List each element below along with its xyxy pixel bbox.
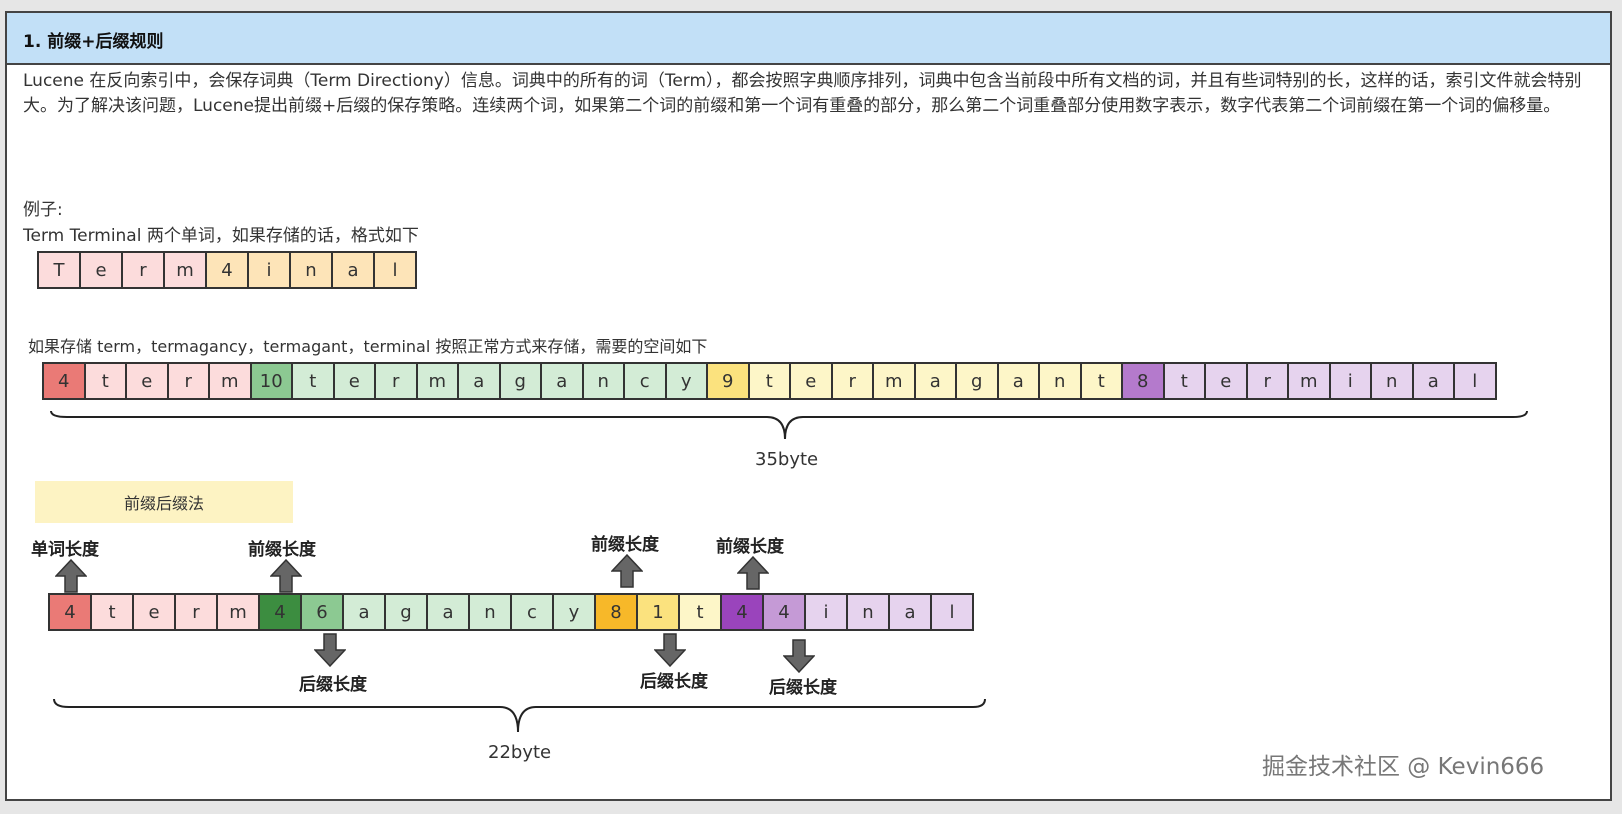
cell: 8 <box>594 593 638 631</box>
cell: 6 <box>300 593 344 631</box>
annotation-prefix-length-3: 前缀长度 <box>716 537 784 557</box>
annotation-prefix-length-1: 前缀长度 <box>248 540 316 560</box>
cell: a <box>1411 362 1455 400</box>
annotation-suffix-length-2: 后缀长度 <box>640 672 708 692</box>
cell: m <box>163 251 207 289</box>
normal-storage-description: 如果存储 term，termagancy，termagant，terminal … <box>28 337 708 356</box>
method-title-box: 前缀后缀法 <box>35 481 293 523</box>
cell: a <box>342 593 386 631</box>
cell: 4 <box>762 593 806 631</box>
cell: n <box>846 593 890 631</box>
cell: 10 <box>249 362 293 400</box>
cell: g <box>498 362 542 400</box>
cell: i <box>1328 362 1372 400</box>
up-arrow-icon <box>611 554 643 588</box>
cell: r <box>174 593 218 631</box>
cell: g <box>384 593 428 631</box>
cell: a <box>888 593 932 631</box>
cell: m <box>415 362 459 400</box>
brace-lines <box>50 410 1528 733</box>
cell: n <box>581 362 625 400</box>
cell: 4 <box>48 593 92 631</box>
cell: 1 <box>636 593 680 631</box>
cell: m <box>216 593 260 631</box>
cell: a <box>996 362 1040 400</box>
cell: i <box>804 593 848 631</box>
example-description: Term Terminal 两个单词，如果存储的话，格式如下 <box>23 226 419 246</box>
cell: c <box>510 593 554 631</box>
cell: t <box>291 362 335 400</box>
annotation-suffix-length-3: 后缀长度 <box>769 678 837 698</box>
normal-storage-brace <box>50 410 1528 440</box>
section-content: Lucene 在反向索引中，会保存词典（Term Directiony）信息。词… <box>7 67 1610 799</box>
cell: e <box>1204 362 1248 400</box>
cell: r <box>121 251 165 289</box>
method-storage-size-label: 22byte <box>488 742 552 763</box>
cell: y <box>552 593 596 631</box>
cell: c <box>623 362 667 400</box>
cell: n <box>1038 362 1082 400</box>
normal-storage-size-label: 35byte <box>755 449 819 470</box>
cell: 4 <box>42 362 86 400</box>
cell: t <box>1079 362 1123 400</box>
cell: l <box>930 593 974 631</box>
cell: m <box>1287 362 1331 400</box>
example-label: 例子: <box>23 200 63 220</box>
up-arrow-icon <box>737 556 769 590</box>
annotation-suffix-length-1: 后缀长度 <box>299 675 367 695</box>
cell: l <box>373 251 417 289</box>
cell: t <box>678 593 722 631</box>
up-arrow-icon <box>55 559 87 593</box>
cell: e <box>132 593 176 631</box>
down-arrow-icon <box>654 633 686 667</box>
cell: a <box>331 251 375 289</box>
cell: r <box>374 362 418 400</box>
cell: 4 <box>720 593 764 631</box>
section-title: 1. 前缀+后缀规则 <box>23 32 164 52</box>
cell: a <box>426 593 470 631</box>
card: 1. 前缀+后缀规则 Lucene 在反向索引中，会保存词典（Term Dire… <box>5 11 1612 801</box>
cell: t <box>90 593 134 631</box>
up-arrow-icon <box>270 559 302 593</box>
cell: 4 <box>258 593 302 631</box>
annotation-prefix-length-2: 前缀长度 <box>591 535 659 555</box>
cell: e <box>125 362 169 400</box>
cell: n <box>468 593 512 631</box>
watermark: 掘金技术社区 @ Kevin666 <box>1262 754 1545 780</box>
method-storage-brace <box>53 698 986 733</box>
intro-paragraph: Lucene 在反向索引中，会保存词典（Term Directiony）信息。词… <box>23 71 1582 116</box>
annotation-word-length: 单词长度 <box>31 540 99 560</box>
down-arrow-icon <box>314 633 346 667</box>
cell: a <box>457 362 501 400</box>
section-header: 1. 前缀+后缀规则 <box>7 13 1610 65</box>
cell: l <box>1453 362 1497 400</box>
down-arrow-icon <box>783 639 815 673</box>
